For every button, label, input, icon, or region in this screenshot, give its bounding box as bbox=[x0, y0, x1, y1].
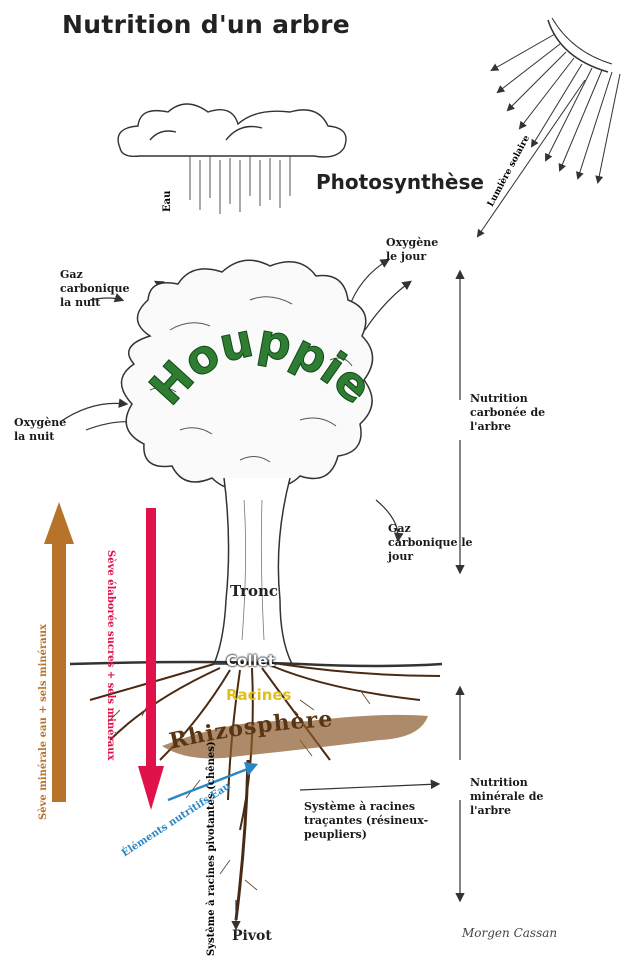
seve-elaboree-arrow bbox=[138, 508, 164, 810]
eau-rain-label: Eau bbox=[162, 191, 173, 212]
gaz-carbonique-jour-label: Gaz carbonique le jour bbox=[388, 522, 478, 564]
oxygene-jour-label: Oxygène le jour bbox=[386, 236, 446, 264]
photosynthese-label: Photosynthèse bbox=[316, 170, 484, 194]
rain-lines bbox=[190, 156, 290, 214]
tronc-label: Tronc bbox=[230, 582, 278, 600]
sun-icon bbox=[548, 18, 612, 72]
oxygene-nuit-label: Oxygène la nuit bbox=[14, 416, 64, 444]
signature: Morgen Cassan bbox=[462, 926, 557, 940]
seve-elaboree-label: Sève élaborée sucres + sels minéraux bbox=[105, 550, 116, 761]
cloud-icon bbox=[118, 104, 346, 157]
seve-minerale-label: Sève minérale eau + sels minéraux bbox=[38, 624, 49, 820]
tree-trunk bbox=[214, 478, 292, 664]
collet-label: Collet bbox=[226, 652, 275, 670]
pivot-label: Pivot bbox=[232, 928, 272, 944]
trace-roots-arrow bbox=[300, 784, 438, 790]
systeme-tracantes-label: Système à racines traçantes (résineux-pe… bbox=[304, 800, 454, 842]
gaz-carbonique-nuit-label: Gaz carbonique la nuit bbox=[60, 268, 130, 310]
nutrition-minerale-label: Nutrition minérale de l'arbre bbox=[470, 776, 580, 818]
houppier-label: Houppier bbox=[0, 0, 382, 415]
racines-label: Racines bbox=[226, 686, 292, 704]
page-title: Nutrition d'un arbre bbox=[62, 10, 350, 39]
sunlight-rays bbox=[478, 34, 620, 236]
nutrition-carbonee-label: Nutrition carbonée de l'arbre bbox=[470, 392, 580, 434]
